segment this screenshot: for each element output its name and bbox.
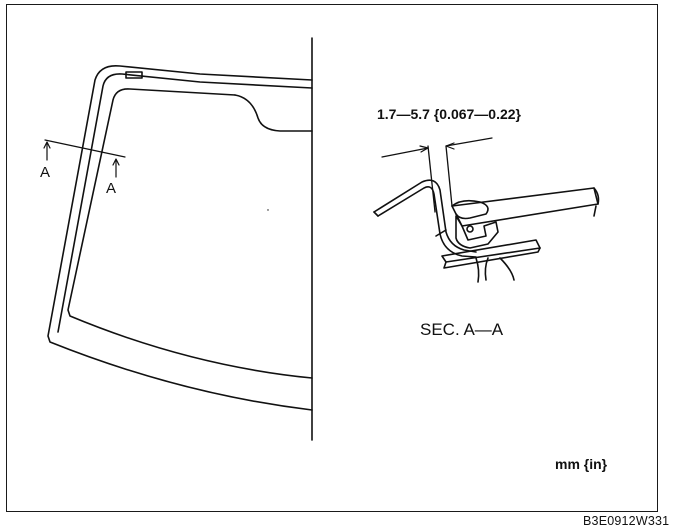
- urethane-bead: [451, 199, 489, 220]
- figure-frame: [6, 4, 658, 512]
- section-marker-right: A: [106, 180, 117, 197]
- dimension-arrow-left: [381, 147, 429, 158]
- windshield-inner-edge: [67, 88, 313, 379]
- windshield-molding-line: [57, 73, 313, 333]
- section-arrowhead-left: [43, 141, 51, 149]
- units-label: mm {in}: [555, 456, 608, 472]
- glass-panel: [451, 187, 599, 227]
- dimension-arrow-right: [445, 137, 493, 147]
- section-arrowhead-right: [112, 158, 120, 166]
- top-corner-tab: [125, 71, 143, 79]
- roof-panel: [373, 179, 477, 253]
- speck: [267, 209, 269, 211]
- retainer-clip: [466, 225, 474, 233]
- section-marker-left: A: [40, 164, 51, 181]
- inner-panel: [441, 239, 541, 263]
- section-cut-line: [44, 139, 126, 158]
- figure-id: B3E0912W331: [583, 514, 670, 528]
- dimension-label: 1.7—5.7 {0.067—0.22}: [377, 106, 521, 122]
- dimension-extension-left: [427, 145, 436, 213]
- dimension-extension-right: [445, 145, 453, 207]
- dimension-arrowhead-left: [419, 145, 429, 153]
- windshield-outer-edge: [47, 64, 313, 411]
- mirror-mount-outline: [234, 94, 313, 132]
- dimension-arrowhead-right: [445, 142, 455, 150]
- section-label: SEC. A—A: [420, 320, 504, 339]
